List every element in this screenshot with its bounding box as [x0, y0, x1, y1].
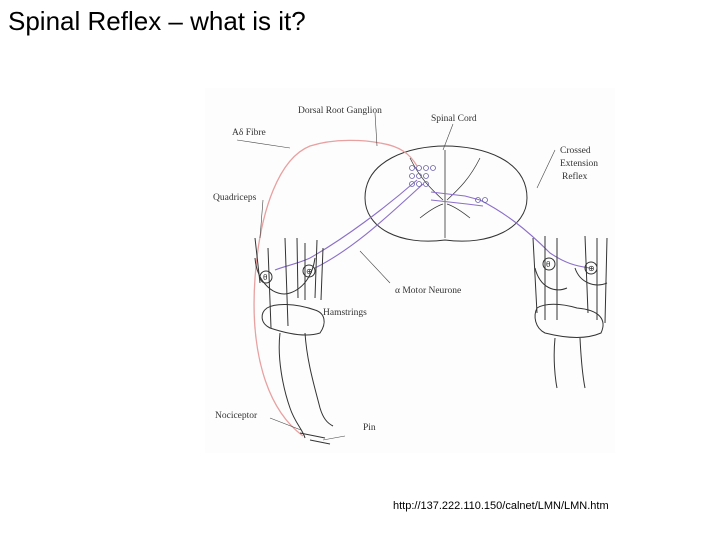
label-reflex: Reflex: [562, 171, 588, 182]
right-leg: θ ⊕: [532, 235, 608, 389]
label-spinal-cord: Spinal Cord: [431, 114, 477, 124]
label-extension: Extension: [560, 159, 598, 169]
diagram-panel: [205, 88, 615, 453]
svg-text:⊕: ⊕: [588, 264, 595, 273]
interneurons: [409, 165, 488, 203]
label-quadriceps: Quadriceps: [213, 193, 257, 203]
svg-text:⊕: ⊕: [306, 267, 313, 276]
label-alpha-motor-neurone: α Motor Neurone: [395, 286, 461, 296]
svg-text:θ: θ: [546, 260, 551, 269]
svg-text:θ: θ: [263, 273, 268, 282]
label-a-delta-fibre: Aδ Fibre: [232, 128, 266, 138]
sensory-fibre: [253, 139, 418, 437]
left-leg: θ ⊕: [254, 237, 334, 445]
spinal-cord: [364, 145, 528, 242]
label-pin: Pin: [363, 423, 376, 433]
source-url-link[interactable]: http://137.222.110.150/calnet/LMN/LMN.ht…: [393, 500, 609, 512]
diagram-svg: θ ⊕ θ ⊕ Dorsal Root Ganglion Aδ F: [205, 88, 615, 453]
motor-fibres: [274, 179, 591, 271]
slide-title: Spinal Reflex – what is it?: [8, 6, 306, 36]
label-nociceptor: Nociceptor: [215, 411, 258, 421]
label-hamstrings: Hamstrings: [323, 308, 367, 318]
spinal-reflex-diagram: θ ⊕ θ ⊕ Dorsal Root Ganglion Aδ F: [205, 88, 615, 453]
label-dorsal-root-ganglion: Dorsal Root Ganglion: [298, 106, 382, 116]
label-crossed: Crossed: [560, 146, 591, 156]
leader-lines: [236, 112, 556, 441]
